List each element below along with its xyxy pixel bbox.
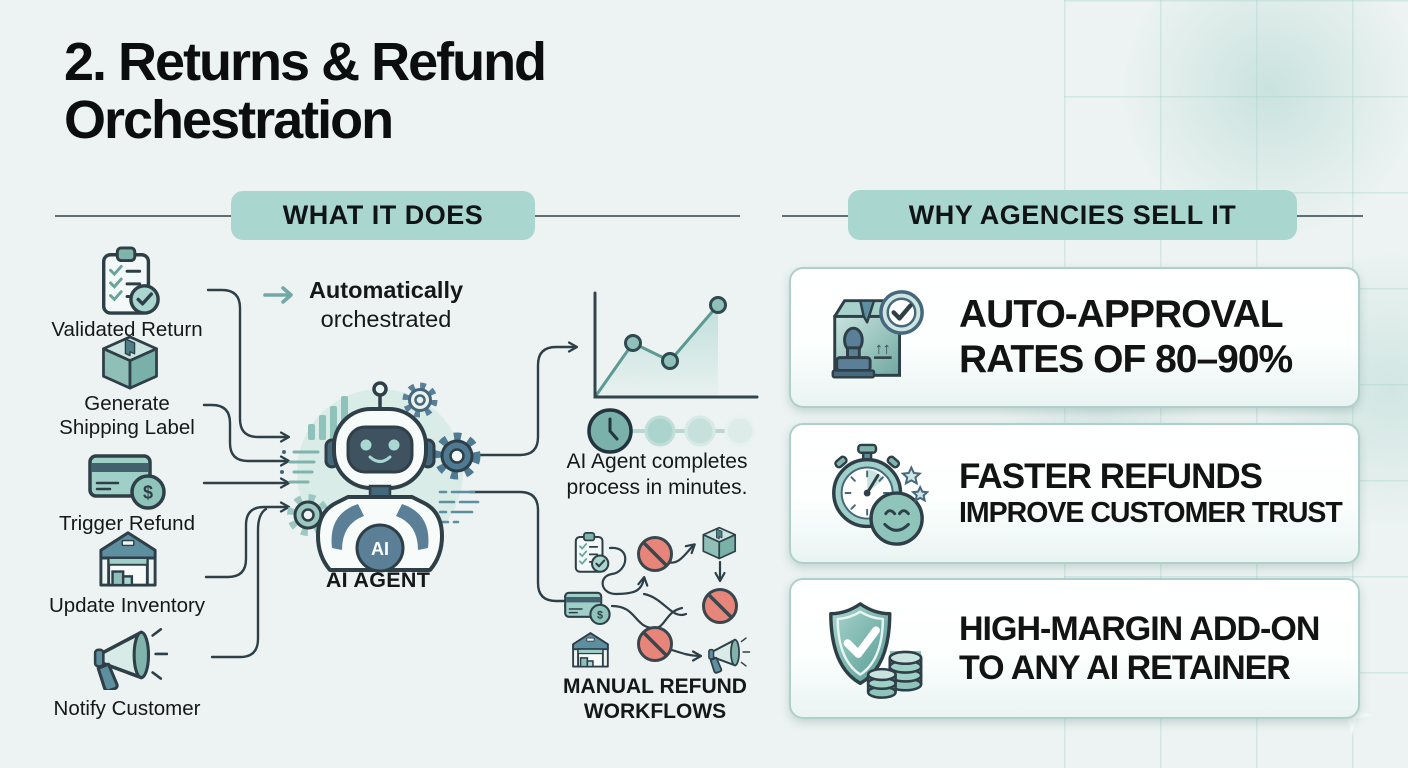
ai-agent-robot-icon: AI <box>280 381 481 573</box>
input-label-validated-return: Validated Return <box>51 318 203 341</box>
ai-agent-label: AI AGENT <box>325 568 431 592</box>
clipboard-check-icon-small <box>574 531 610 573</box>
warehouse-icon-small <box>572 632 609 668</box>
arrow-right-icon <box>263 286 293 304</box>
text-lines-decoration <box>438 490 480 524</box>
gear-icon <box>402 382 438 418</box>
benefit-line1: AUTO-APPROVAL <box>959 293 1284 337</box>
no-entry-icon <box>701 587 739 625</box>
divider-line <box>535 215 740 217</box>
divider-line <box>1297 215 1363 217</box>
benefit-text: AUTO-APPROVAL RATES OF 80–90% <box>959 269 1346 406</box>
ai-chest-badge: AI <box>371 539 389 559</box>
gear-icon <box>433 432 481 480</box>
benefit-line1: FASTER REFUNDS <box>959 457 1263 497</box>
orchestration-note-bold: Automatically <box>308 277 464 303</box>
no-entry-icon <box>636 535 674 573</box>
manual-workflow-diagram <box>564 526 751 674</box>
page-title: 2. Returns & Refund Orchestration <box>64 32 547 150</box>
no-entry-icon <box>636 625 674 663</box>
megaphone-icon-small <box>707 637 751 674</box>
benefit-line2: TO ANY AI RETAINER <box>959 649 1291 687</box>
text-lines-decoration <box>288 450 320 484</box>
package-box-icon-small <box>702 526 737 560</box>
benefit-card-faster-refunds: FASTER REFUNDS IMPROVE CUSTOMER TRUST <box>789 423 1360 564</box>
section-header-what-it-does: WHAT IT DOES <box>231 191 535 240</box>
divider-line <box>55 215 231 217</box>
benefit-line1: HIGH-MARGIN ADD-ON <box>959 609 1320 648</box>
credit-card-dollar-icon-small <box>564 591 611 626</box>
stamped-package-approval-icon: ↑↑ <box>831 290 924 379</box>
divider-line <box>782 215 848 217</box>
orchestration-note: Automatically orchestrated <box>300 276 472 335</box>
benefit-line2: IMPROVE CUSTOMER TRUST <box>959 496 1343 529</box>
orchestration-note-rest: orchestrated <box>320 306 452 333</box>
growth-chart-icon <box>593 291 759 399</box>
timeline-clock-icon <box>587 408 756 454</box>
benefit-card-auto-approval: ↑↑ AUTO-APPROVAL RATES OF 80–90% <box>789 267 1360 408</box>
benefit-card-high-margin: HIGH-MARGIN ADD-ON TO ANY AI RETAINER <box>789 578 1360 719</box>
benefit-line2: RATES OF 80–90% <box>959 338 1293 381</box>
stopwatch-smiley-icon <box>832 443 929 546</box>
fast-process-caption: AI Agent completes process in minutes. <box>566 450 748 499</box>
benefit-text: FASTER REFUNDS IMPROVE CUSTOMER TRUST <box>959 425 1346 562</box>
benefit-text: HIGH-MARGIN ADD-ON TO ANY AI RETAINER <box>959 580 1346 717</box>
section-header-why-agencies-sell-it: WHY AGENCIES SELL IT <box>848 190 1297 240</box>
manual-workflows-caption: MANUAL REFUND WORKFLOWS <box>563 675 747 723</box>
up-arrows-glyph: ↑↑ <box>875 341 891 358</box>
input-label-update-inventory: Update Inventory <box>48 594 206 617</box>
input-label-trigger-refund: Trigger Refund <box>59 512 195 535</box>
input-label-generate-shipping-label: Generate Shipping Label <box>59 392 195 439</box>
input-label-notify-customer: Notify Customer <box>53 697 201 720</box>
shield-coins-icon <box>829 602 923 699</box>
